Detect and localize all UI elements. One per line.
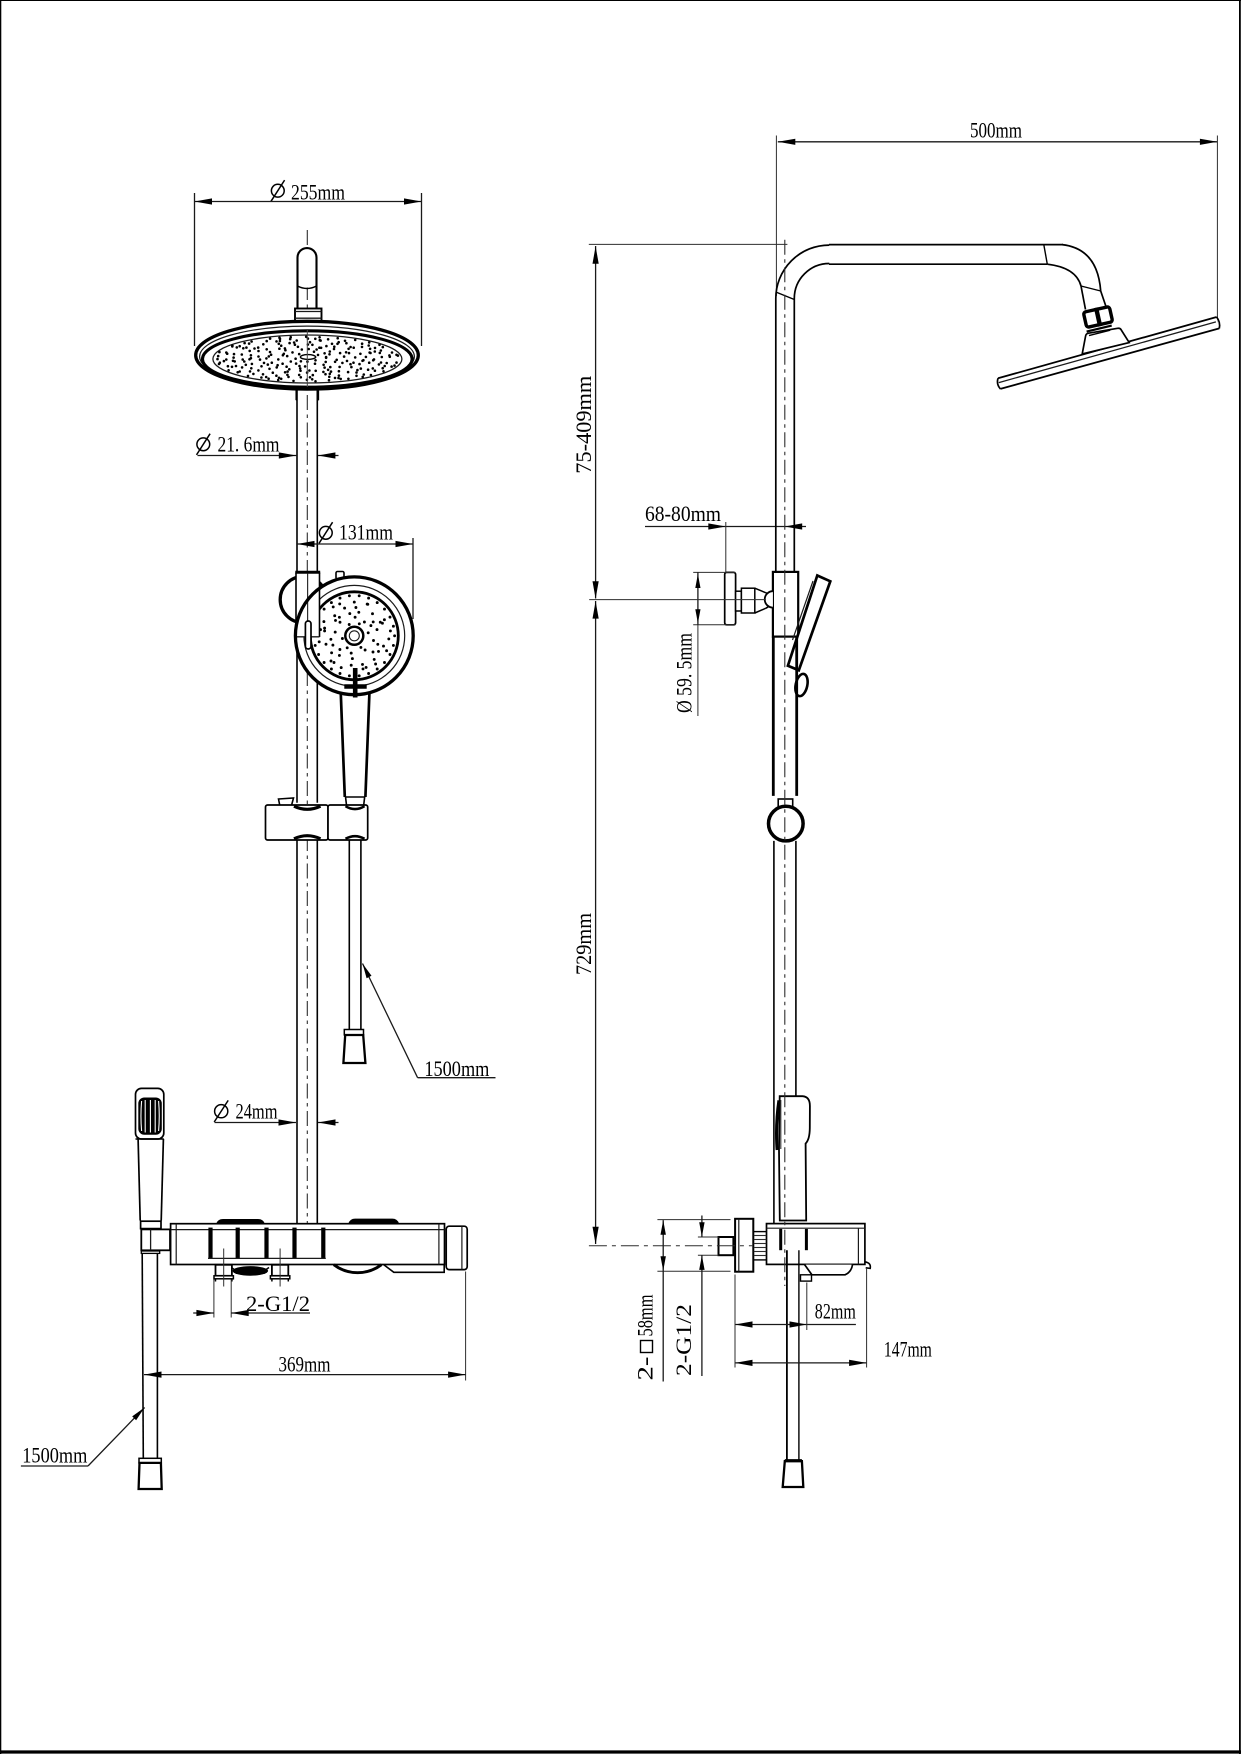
svg-text:1500mm: 1500mm — [22, 1442, 87, 1467]
svg-text:255mm: 255mm — [291, 179, 345, 204]
svg-text:Ø 59. 5mm: Ø 59. 5mm — [672, 633, 697, 713]
svg-text:1500mm: 1500mm — [424, 1056, 489, 1081]
svg-text:2-G1/2: 2-G1/2 — [671, 1304, 696, 1376]
svg-text:2-G1/2: 2-G1/2 — [246, 1291, 310, 1316]
svg-text:58mm: 58mm — [633, 1294, 658, 1336]
svg-text:729mm: 729mm — [571, 913, 596, 975]
svg-text:369mm: 369mm — [279, 1351, 331, 1376]
svg-text:21. 6mm: 21. 6mm — [218, 431, 280, 456]
svg-text:24mm: 24mm — [236, 1098, 278, 1123]
svg-text:131mm: 131mm — [339, 519, 393, 544]
svg-text:68-80mm: 68-80mm — [645, 501, 721, 526]
svg-text:500mm: 500mm — [970, 117, 1022, 142]
svg-text:2-: 2- — [633, 1357, 658, 1381]
svg-text:82mm: 82mm — [815, 1298, 856, 1323]
svg-text:147mm: 147mm — [884, 1336, 932, 1361]
svg-text:75-409mm: 75-409mm — [571, 375, 596, 473]
